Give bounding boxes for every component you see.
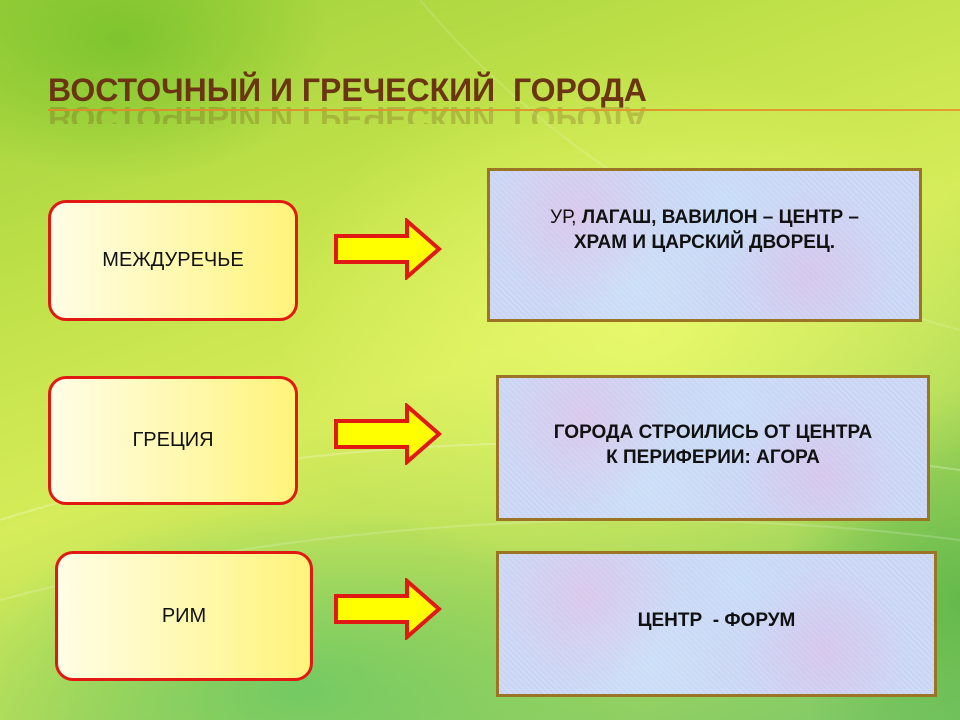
slide-title: ВОСТОЧНЫЙ И ГРЕЧЕСКИЙ ГОРОДА — [48, 72, 647, 108]
description-text: ГОРОДА СТРОИЛИСЬ ОТ ЦЕНТРА К ПЕРИФЕРИИ: … — [554, 420, 872, 470]
region-label: МЕЖДУРЕЧЬЕ — [102, 249, 244, 271]
description-lead: УР, — [550, 207, 582, 228]
description-text: УР, ЛАГАШ, ВАВИЛОН – ЦЕНТР – ХРАМ И ЦАРС… — [550, 205, 859, 255]
description-box-mesopotamia: УР, ЛАГАШ, ВАВИЛОН – ЦЕНТР – ХРАМ И ЦАРС… — [487, 168, 922, 322]
arrow-shape — [334, 578, 443, 640]
description-box-rome: ЦЕНТР - ФОРУМ — [496, 551, 937, 697]
region-label: РИМ — [161, 604, 207, 627]
description-line: ЛАГАШ, ВАВИЛОН – ЦЕНТР – — [581, 207, 859, 228]
arrow-shape — [334, 403, 443, 465]
right-arrow-icon — [334, 218, 443, 280]
description-line: ЦЕНТР - ФОРУМ — [637, 609, 796, 631]
right-arrow-icon — [334, 403, 443, 465]
slide-title-reflection: ВОСТОЧНЫЙ И ГРЕЧЕСКИЙ ГОРОДА — [48, 104, 647, 124]
description-line: ГОРОДА СТРОИЛИСЬ ОТ ЦЕНТРА — [553, 422, 873, 443]
title-underline — [48, 109, 960, 111]
region-box-greece: ГРЕЦИЯ — [48, 376, 298, 505]
arrow-shape — [334, 218, 443, 280]
region-box-mesopotamia: МЕЖДУРЕЧЬЕ — [48, 200, 298, 321]
region-label: ГРЕЦИЯ — [132, 429, 214, 451]
description-box-greece: ГОРОДА СТРОИЛИСЬ ОТ ЦЕНТРА К ПЕРИФЕРИИ: … — [496, 375, 930, 521]
description-line: К ПЕРИФЕРИИ: АГОРА — [606, 447, 820, 468]
region-box-rome: РИМ — [55, 551, 313, 681]
slide-title-reflection-wrap: ВОСТОЧНЫЙ И ГРЕЧЕСКИЙ ГОРОДА — [48, 104, 668, 124]
description-text: ЦЕНТР - ФОРУМ — [638, 608, 796, 633]
right-arrow-icon — [334, 578, 443, 640]
description-line: ХРАМ И ЦАРСКИЙ ДВОРЕЦ. — [573, 232, 836, 253]
